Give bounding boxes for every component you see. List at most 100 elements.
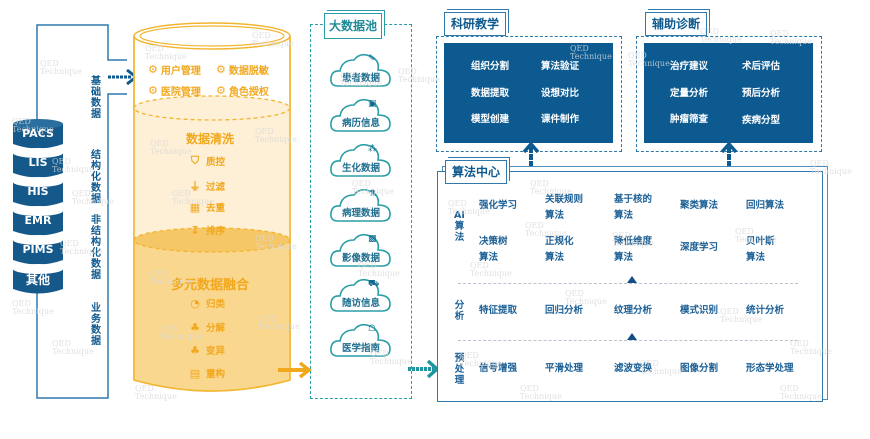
mgmt-desensitize[interactable]: ⚙ 数据脱敏 <box>216 63 269 77</box>
gear-icon: ⚙ <box>216 84 226 97</box>
cleaning-step[interactable]: ⛉ 质控 <box>184 154 225 168</box>
data-pool-item[interactable]: ⛟ 随访信息 <box>328 275 394 315</box>
mgmt-user[interactable]: ⚙ 用户管理 <box>148 63 201 77</box>
preprocess-item[interactable]: 滤波变换 <box>614 363 653 374</box>
cloud-shape <box>330 143 391 177</box>
preprocess-item[interactable]: 图像分割 <box>680 363 719 374</box>
molecule-icon: ⁂ <box>368 144 377 154</box>
system-label: LIS <box>28 156 48 169</box>
cleaning-title: 数据清洗 <box>185 132 234 146</box>
classify-icon: ◔ <box>190 296 200 310</box>
diagnosis-item[interactable]: 治疗建议 <box>670 61 709 72</box>
section-divider <box>458 283 798 284</box>
preprocess-item[interactable]: 信号增强 <box>479 363 518 374</box>
cloud-shape <box>330 53 391 87</box>
diagnosis-item[interactable]: 术后评估 <box>742 61 781 72</box>
mgmt-role[interactable]: ⚙ 角色授权 <box>216 84 269 98</box>
gear-icon: ⚙ <box>148 84 158 97</box>
cleaning-step[interactable]: ⏚ 过滤 <box>184 178 226 194</box>
ai-item[interactable]: 降低维度算法 <box>614 236 653 263</box>
source-system-other[interactable]: 其他 <box>12 262 64 296</box>
analysis-label: 分析 <box>454 300 465 322</box>
data-pool-item-label: 病历信息 <box>341 118 380 129</box>
analysis-item[interactable]: 模式识别 <box>680 305 719 316</box>
mgmt-hospital[interactable]: ⚙ 医院管理 <box>148 84 201 98</box>
ai-item[interactable]: 正规化算法 <box>545 236 574 263</box>
preprocess-item[interactable]: 平滑处理 <box>545 363 584 374</box>
hierarchy-icon: ♣ <box>190 343 200 357</box>
analysis-item[interactable]: 纹理分析 <box>614 305 653 316</box>
cleaning-step[interactable]: ↧ 排序 <box>184 223 225 238</box>
data-pool-item[interactable]: ▩ 影像数据 <box>328 230 394 270</box>
data-pool-item[interactable]: ⚗病理数据 <box>328 185 394 225</box>
ai-item[interactable]: 深度学习 <box>680 242 719 253</box>
ai-item[interactable]: 关联规则算法 <box>545 194 584 221</box>
bed-icon: ⛟ <box>368 279 380 289</box>
analysis-item[interactable]: 特征提取 <box>479 305 518 316</box>
research-item[interactable]: 组织分割 <box>471 61 510 72</box>
research-item[interactable]: 设想对比 <box>541 88 580 99</box>
source-system-emr[interactable]: EMR <box>12 204 64 238</box>
data-type-structured: 结构化数据 <box>91 150 101 205</box>
filter-icon: ⏚ <box>189 180 201 193</box>
fusion-step[interactable]: ♣ 变异 <box>184 343 225 358</box>
cloud-shape <box>330 278 391 312</box>
preprocess-item[interactable]: 形态学处理 <box>746 363 794 374</box>
cloud-shape <box>330 233 391 267</box>
research-item[interactable]: 模型创建 <box>471 114 510 125</box>
data-type-unstructured: 非结构化数据 <box>91 215 101 281</box>
diagnosis-item[interactable]: 定量分析 <box>670 88 709 99</box>
data-pool-item-label: 影像数据 <box>341 253 380 264</box>
data-pool-item-label: 病理数据 <box>341 208 380 219</box>
ai-algorithm-label: AI算法 <box>454 210 465 243</box>
analysis-item[interactable]: 回归分析 <box>545 305 584 316</box>
fusion-title: 多元数据融合 <box>170 278 249 293</box>
data-pool-item-label: 随访信息 <box>341 298 380 309</box>
fusion-step[interactable]: ◔ 归类 <box>184 296 225 311</box>
triangle-up-icon <box>627 333 637 340</box>
system-label: PACS <box>22 127 54 140</box>
data-pool-item[interactable]: ✎患者数据 <box>328 50 394 90</box>
source-system-his[interactable]: HIS <box>12 175 64 209</box>
data-pool-item[interactable]: ☖ 医学指南 <box>328 320 394 360</box>
triangle-up-icon <box>627 276 637 283</box>
ai-item[interactable]: 回归算法 <box>746 200 785 211</box>
ai-item[interactable]: 贝叶斯算法 <box>746 236 775 263</box>
record-icon: ▣ <box>368 99 377 109</box>
cloud-shape <box>330 188 391 222</box>
data-pool-item[interactable]: ⁂生化数据 <box>328 140 394 180</box>
hierarchy-icon: ♣ <box>190 320 200 334</box>
diagnosis-item[interactable]: 疾病分型 <box>742 115 781 126</box>
database-doc-icon: ▤ <box>189 366 201 380</box>
system-label: 其他 <box>25 273 50 287</box>
ai-item[interactable]: 强化学习 <box>479 200 518 211</box>
analysis-item[interactable]: 统计分析 <box>746 305 785 316</box>
fusion-step[interactable]: ♣ 分解 <box>184 320 225 335</box>
source-system-lis[interactable]: LIS <box>12 146 64 180</box>
diagnosis-item[interactable]: 肿瘤筛查 <box>670 114 709 125</box>
fusion-step[interactable]: ▤ 重构 <box>184 366 225 381</box>
imaging-icon: ▩ <box>368 234 377 244</box>
cleaning-step[interactable]: ▦ 去重 <box>184 200 225 215</box>
section-divider <box>458 340 798 341</box>
ai-item[interactable]: 决策树算法 <box>479 236 508 263</box>
algorithm-center-box <box>437 171 823 402</box>
data-pool-title: 大数据池 <box>324 13 382 39</box>
sort-icon: ↧ <box>190 223 200 237</box>
source-system-pacs[interactable]: PACS <box>12 117 64 151</box>
research-item[interactable]: 算法验证 <box>541 61 580 72</box>
algorithm-center-title: 算法中心 <box>445 160 508 184</box>
shield-check-icon: ⛉ <box>190 154 200 167</box>
system-label: EMR <box>24 214 52 227</box>
gear-icon: ⚙ <box>216 63 226 76</box>
diagnosis-item[interactable]: 预后分析 <box>742 88 781 99</box>
data-pool-item[interactable]: ▣ 病历信息 <box>328 95 394 135</box>
guide-icon: ☖ <box>368 324 377 334</box>
ai-item[interactable]: 基于核的算法 <box>614 194 653 221</box>
doctor-icon: ✎ <box>368 54 376 64</box>
source-system-pims[interactable]: PIMS <box>12 233 64 267</box>
research-item[interactable]: 课件制作 <box>541 114 580 125</box>
data-pool-item-label: 医学指南 <box>341 343 380 354</box>
research-item[interactable]: 数据提取 <box>471 88 510 99</box>
ai-item[interactable]: 聚类算法 <box>680 200 719 211</box>
